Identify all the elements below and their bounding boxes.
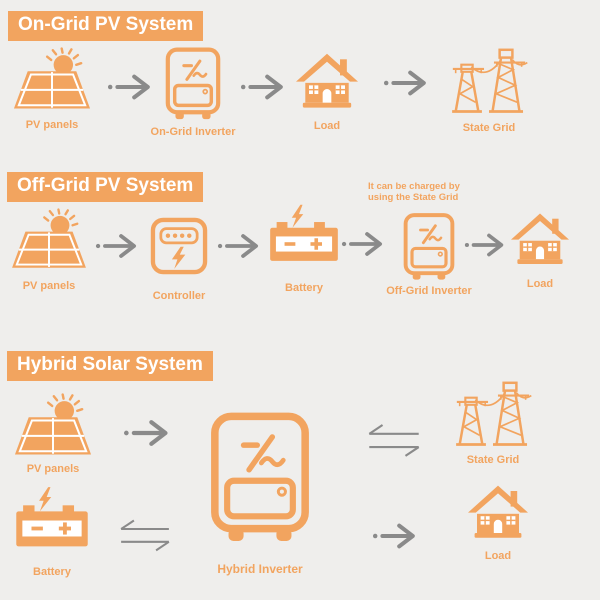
node-label: Battery bbox=[33, 566, 71, 578]
double-arrow-icon bbox=[364, 420, 424, 460]
charge-note: It can be charged by using the State Gri… bbox=[368, 181, 460, 203]
node-load-offgrid: Load bbox=[510, 208, 570, 290]
battery-icon bbox=[268, 204, 340, 266]
node-label: State Grid bbox=[462, 122, 516, 134]
arrow-right-icon bbox=[217, 230, 263, 262]
power-grid-icon bbox=[454, 378, 532, 450]
node-label: Off-Grid Inverter bbox=[386, 285, 472, 297]
node-label: PV panels bbox=[22, 280, 76, 292]
section-title-off-grid: Off-Grid PV System bbox=[7, 172, 204, 202]
node-label: Hybrid Inverter bbox=[217, 562, 303, 576]
node-load-ongrid: Load bbox=[296, 48, 358, 132]
section-title-on-grid: On-Grid PV System bbox=[8, 11, 204, 41]
node-label: Load bbox=[526, 278, 554, 290]
node-on-grid-inverter: On-Grid Inverter bbox=[151, 46, 235, 138]
node-battery-hybrid: Battery bbox=[14, 486, 90, 578]
solar-panel-icon bbox=[11, 393, 95, 461]
node-label: On-Grid Inverter bbox=[150, 126, 236, 138]
arrow-right-icon bbox=[123, 416, 173, 450]
house-icon bbox=[511, 208, 569, 270]
node-off-grid-inverter: Off-Grid Inverter bbox=[386, 213, 472, 297]
arrow-right-icon bbox=[383, 66, 431, 100]
arrow-right-icon bbox=[464, 230, 508, 260]
arrow-right-icon bbox=[341, 228, 387, 260]
solar-panel-icon bbox=[11, 47, 93, 115]
node-label: PV panels bbox=[25, 119, 79, 131]
section-title-hybrid: Hybrid Solar System bbox=[7, 351, 213, 381]
power-grid-icon bbox=[450, 44, 528, 118]
controller-icon bbox=[149, 216, 209, 276]
inverter-icon bbox=[164, 46, 222, 122]
battery-icon bbox=[14, 486, 90, 552]
inverter-icon bbox=[208, 402, 312, 554]
arrow-right-icon bbox=[240, 70, 288, 104]
arrow-right-icon bbox=[372, 520, 420, 552]
node-pv-panels-ongrid: PV panels bbox=[11, 47, 93, 131]
inverter-icon bbox=[402, 213, 456, 281]
solar-panel-icon bbox=[9, 208, 89, 274]
node-label: Controller bbox=[152, 290, 206, 302]
node-pv-panels-offgrid: PV panels bbox=[9, 208, 89, 292]
double-arrow-icon bbox=[116, 516, 174, 554]
node-load-hybrid: Load bbox=[468, 480, 528, 562]
node-state-grid-hybrid: State Grid bbox=[454, 378, 532, 466]
node-pv-panels-hybrid: PV panels bbox=[11, 393, 95, 475]
node-controller: Controller bbox=[149, 216, 209, 302]
node-hybrid-inverter: Hybrid Inverter bbox=[207, 402, 313, 576]
arrow-right-icon bbox=[95, 230, 141, 262]
house-icon bbox=[468, 480, 528, 544]
node-label: Battery bbox=[285, 282, 323, 294]
node-label: Load bbox=[313, 120, 341, 132]
node-label: PV panels bbox=[26, 463, 80, 475]
node-state-grid-ongrid: State Grid bbox=[450, 44, 528, 134]
node-battery-offgrid: Battery bbox=[268, 204, 340, 294]
arrow-right-icon bbox=[107, 70, 155, 104]
node-label: State Grid bbox=[466, 454, 520, 466]
node-label: Load bbox=[484, 550, 512, 562]
house-icon bbox=[296, 48, 358, 114]
